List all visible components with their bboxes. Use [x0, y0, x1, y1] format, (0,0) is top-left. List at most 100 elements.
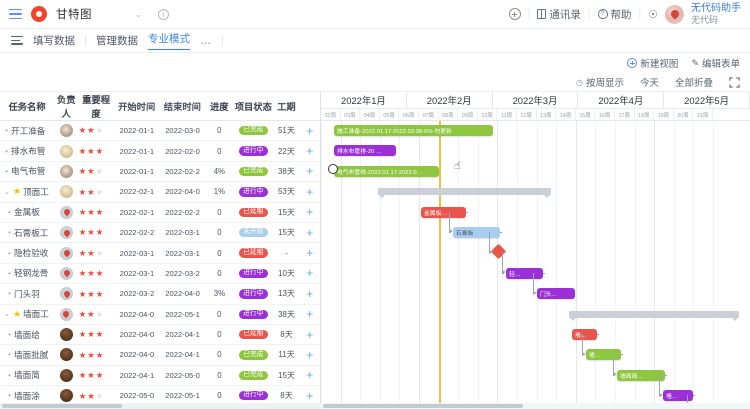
priority-cell[interactable]: ★★★ [78, 268, 114, 279]
scrollbar-thumb[interactable] [2, 404, 122, 408]
duration-cell[interactable]: 53天 [277, 187, 295, 197]
task-name-cell[interactable]: •墙面简 [0, 369, 55, 381]
priority-star[interactable]: ★ [87, 268, 95, 279]
duration-cell[interactable]: 22天 [277, 146, 295, 156]
priority-star[interactable]: ★ [87, 390, 95, 401]
column-header-owner[interactable]: 负责人 [56, 95, 76, 119]
owner-cell[interactable] [55, 246, 79, 260]
circle-plus-icon[interactable] [508, 8, 521, 20]
more-tabs-button[interactable]: … [200, 34, 212, 47]
duration-cell[interactable]: 13天 [278, 289, 295, 299]
duration-cell[interactable]: 38天 [277, 166, 295, 176]
priority-cell[interactable]: ★★★ [79, 390, 114, 401]
gantt-task-bar[interactable]: 墙… [663, 390, 693, 402]
progress-cell[interactable]: 1% [213, 187, 225, 197]
owner-cell[interactable] [54, 185, 78, 199]
fullscreen-icon[interactable] [729, 76, 740, 88]
priority-cell[interactable]: ★★★ [79, 187, 114, 196]
chevron-down-icon[interactable]: ⌄ [135, 9, 142, 19]
priority-star[interactable]: ★ [95, 166, 104, 177]
end-date-cell[interactable]: 2022-05-0 [165, 370, 200, 380]
edit-form-button[interactable]: ✎ 编辑表单 [691, 56, 740, 71]
add-subtask-button[interactable]: + [306, 266, 314, 281]
priority-star[interactable]: ★ [95, 288, 104, 299]
column-header-start-date[interactable]: 开始时间 [118, 102, 156, 112]
start-date-cell[interactable]: 2022-03-1 [119, 268, 155, 278]
owner-cell[interactable] [55, 368, 79, 382]
owner-cell[interactable] [55, 205, 79, 219]
owner-cell[interactable] [54, 144, 78, 158]
progress-cell[interactable]: 0 [217, 330, 222, 340]
owner-cell[interactable] [55, 266, 79, 280]
duration-cell[interactable]: 15天 [278, 370, 295, 380]
priority-cell[interactable]: ★★★ [79, 370, 114, 381]
priority-star[interactable]: ★ [78, 329, 87, 340]
priority-star[interactable]: ★ [87, 207, 95, 218]
progress-cell[interactable]: 0 [217, 207, 222, 217]
priority-star[interactable]: ★ [78, 268, 87, 279]
end-date-cell[interactable]: 2022-04-0 [165, 187, 200, 197]
progress-cell[interactable]: 0 [217, 126, 222, 136]
owner-cell[interactable] [54, 124, 78, 138]
task-name-cell[interactable]: •开工准备 [0, 125, 54, 137]
duration-cell[interactable]: 15天 [278, 228, 295, 238]
status-cell[interactable]: 进行中 [233, 289, 273, 299]
gantt-summary-bar[interactable] [569, 310, 739, 321]
progress-cell[interactable]: 0 [217, 391, 222, 401]
add-subtask-button[interactable]: + [306, 123, 314, 138]
task-name-cell[interactable]: •墙面涂 [0, 390, 55, 402]
task-name-cell[interactable]: •隐检验收 [0, 247, 55, 259]
start-date-cell[interactable]: 2022-02-1 [119, 187, 155, 197]
priority-star[interactable]: ★ [95, 145, 104, 156]
gantt-task-bar[interactable]: 墙… [572, 329, 597, 340]
add-subtask-button[interactable]: + [306, 164, 314, 179]
priority-cell[interactable]: ★★★ [79, 207, 114, 218]
start-date-cell[interactable]: 2022-01-1 [119, 146, 155, 156]
gantt-task-bar[interactable]: 墙… [586, 349, 621, 361]
tab-pro-mode[interactable]: 专业模式 [148, 31, 190, 50]
owner-cell[interactable] [55, 287, 79, 301]
priority-star[interactable]: ★ [78, 288, 87, 299]
progress-cell[interactable]: 0 [217, 146, 222, 156]
today-button[interactable]: 今天 [640, 75, 659, 89]
status-cell[interactable]: 进行中 [233, 146, 273, 156]
duration-cell[interactable]: - [285, 248, 288, 258]
priority-star[interactable]: ★ [95, 370, 104, 381]
priority-star[interactable]: ★ [87, 349, 95, 360]
info-icon[interactable]: i [157, 8, 169, 20]
priority-star[interactable]: ★ [78, 349, 87, 360]
list-menu-icon[interactable] [11, 36, 23, 45]
task-name-cell[interactable]: •墙面批腻 [0, 349, 55, 361]
status-cell[interactable]: 已完成 [233, 370, 273, 381]
priority-cell[interactable]: ★★★ [79, 227, 114, 238]
gantt-task-bar[interactable]: 墙面简… [617, 369, 665, 381]
task-name-cell[interactable]: •电气布管 [0, 165, 54, 177]
add-subtask-button[interactable]: + [306, 205, 314, 220]
end-date-cell[interactable]: 2022-03-2 [165, 268, 200, 278]
priority-star[interactable]: ★ [95, 227, 104, 238]
add-subtask-button[interactable]: + [306, 307, 314, 322]
gantt-task-bar[interactable]: 门头… [537, 288, 575, 300]
priority-cell[interactable]: ★★★ [78, 349, 114, 360]
duration-cell[interactable]: 51天 [277, 126, 295, 136]
start-date-cell[interactable]: 2022-02-2 [119, 228, 155, 238]
start-date-cell[interactable]: 2022-04-0 [119, 330, 155, 340]
start-date-cell[interactable]: 2022-03-1 [119, 248, 155, 258]
status-cell[interactable]: 进行中 [233, 309, 273, 319]
end-date-cell[interactable]: 2022-05-1 [165, 309, 200, 319]
priority-star[interactable]: ★ [95, 268, 104, 279]
bell-icon[interactable]: ☉ [648, 8, 658, 21]
gantt-task-bar[interactable]: 施工准备-2022.01.17-2022.03.08-0%-勿更新 [334, 125, 493, 136]
owner-cell[interactable] [54, 164, 78, 178]
task-name-cell[interactable]: •轻钢龙骨 [0, 267, 55, 279]
duration-cell[interactable]: 8天 [280, 391, 293, 401]
add-subtask-button[interactable]: + [306, 225, 314, 240]
priority-cell[interactable]: ★★★ [79, 166, 114, 177]
duration-cell[interactable]: 11天 [278, 350, 295, 360]
duration-cell[interactable]: 8天 [280, 330, 293, 340]
